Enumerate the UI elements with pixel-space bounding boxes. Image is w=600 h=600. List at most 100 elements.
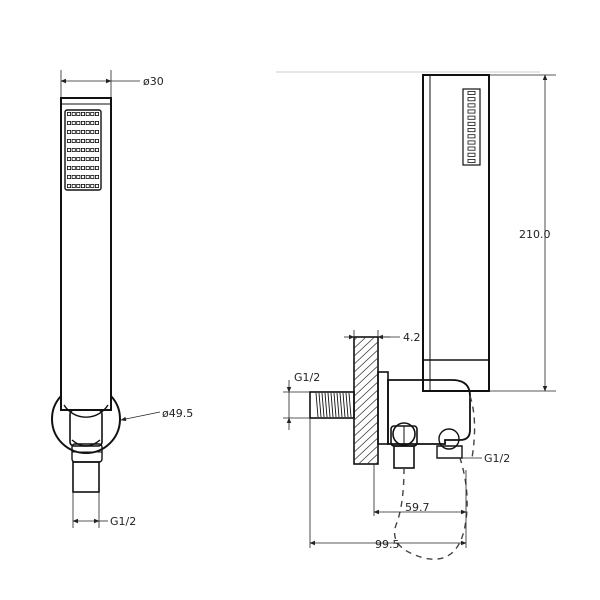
nozzle	[90, 129, 95, 134]
thread-line	[330, 392, 334, 418]
nozzle	[76, 112, 81, 117]
dim-flange-thickness: 4.2	[344, 330, 421, 344]
nozzle	[81, 156, 86, 161]
nozzle	[90, 156, 95, 161]
hatch-line	[350, 282, 382, 312]
dim-length: 210.0	[489, 74, 556, 392]
nozzle	[71, 121, 76, 126]
thread-line	[324, 392, 328, 418]
nozzle	[81, 165, 86, 170]
nozzle	[467, 134, 476, 139]
nozzle	[85, 183, 90, 188]
thread-line	[345, 392, 349, 418]
nozzle	[467, 103, 476, 108]
nozzle	[76, 129, 81, 134]
thread-line	[327, 392, 331, 418]
hatch-line	[350, 266, 382, 296]
bracket-diameter-label: ø49.5	[162, 407, 193, 420]
nozzle	[95, 183, 100, 188]
nozzle	[467, 121, 476, 126]
nozzle	[467, 115, 476, 120]
hatch-line	[350, 306, 382, 336]
hatch-line	[366, 453, 378, 464]
nozzle	[467, 152, 476, 157]
nozzle	[67, 138, 72, 143]
outlet-connector	[72, 461, 100, 493]
nozzle	[71, 147, 76, 152]
nozzle	[85, 165, 90, 170]
spray-nozzle-strip	[462, 88, 481, 166]
hatch-line	[350, 250, 382, 280]
nozzle	[81, 174, 86, 179]
nozzle	[90, 112, 95, 117]
nozzle	[71, 156, 76, 161]
hatch-line	[354, 429, 378, 453]
nozzle	[467, 158, 476, 163]
nozzle	[67, 112, 72, 117]
thread-line	[321, 392, 325, 418]
nozzle	[95, 156, 100, 161]
hatch-line	[354, 397, 378, 421]
thread-line	[339, 392, 343, 418]
nozzle	[76, 147, 81, 152]
nozzle	[90, 183, 95, 188]
nozzle	[467, 91, 476, 96]
hatch-line	[375, 461, 378, 464]
hatch-line	[354, 389, 378, 413]
nozzle	[95, 129, 100, 134]
nozzle	[81, 121, 86, 126]
outlet-thread-front-label: G1/2	[110, 515, 136, 528]
nozzle	[95, 147, 100, 152]
thread-line	[342, 392, 346, 418]
nozzle	[85, 156, 90, 161]
nozzle	[85, 112, 90, 117]
hand-shower-handle	[60, 97, 112, 411]
nozzle	[467, 140, 476, 145]
hatch-line	[354, 337, 367, 349]
thread-line	[315, 392, 319, 418]
nozzle	[95, 121, 100, 126]
nozzle	[95, 174, 100, 179]
nozzle	[67, 174, 72, 179]
nozzle	[76, 165, 81, 170]
nozzle	[76, 183, 81, 188]
inlet-thread-label: G1/2	[294, 371, 320, 384]
nozzle-column	[467, 91, 476, 163]
nozzle	[90, 174, 95, 179]
hatch-line	[350, 258, 382, 288]
dim-head-diameter: ø30	[60, 70, 164, 98]
nozzle	[67, 129, 72, 134]
nozzle	[81, 129, 86, 134]
inlet-threaded-pipe	[309, 391, 355, 419]
nozzle	[71, 112, 76, 117]
nozzle	[76, 156, 81, 161]
dim-bracket-diameter: ø49.5	[120, 407, 193, 422]
nozzle	[71, 129, 76, 134]
projection-long-label: 99.5	[375, 538, 400, 551]
hatch-line	[350, 474, 382, 504]
nozzle	[85, 147, 90, 152]
wall-bracket-front	[51, 395, 121, 463]
nozzle	[95, 165, 100, 170]
nozzle	[95, 112, 100, 117]
nozzle	[67, 183, 72, 188]
hatch-line	[350, 274, 382, 304]
nozzle	[81, 183, 86, 188]
nozzle	[71, 138, 76, 143]
side-view: 210.0 4.2 G1/2	[276, 71, 556, 560]
projection-short-label: 59.7	[405, 501, 430, 514]
hatch-line	[354, 365, 378, 389]
hatch-line	[354, 337, 358, 341]
nozzle-grid	[67, 112, 100, 188]
hatch-line	[354, 413, 378, 437]
dim-outlet-thread-side: G1/2	[437, 452, 510, 465]
nozzle	[67, 156, 72, 161]
nozzle	[85, 129, 90, 134]
dim-projection-short: 59.7	[373, 464, 467, 516]
nozzle	[90, 121, 95, 126]
head-diameter-label: ø30	[143, 75, 164, 88]
front-view: ø30 G1/2 ø49.5	[51, 70, 193, 528]
hatch-line	[354, 357, 378, 381]
nozzle	[76, 174, 81, 179]
